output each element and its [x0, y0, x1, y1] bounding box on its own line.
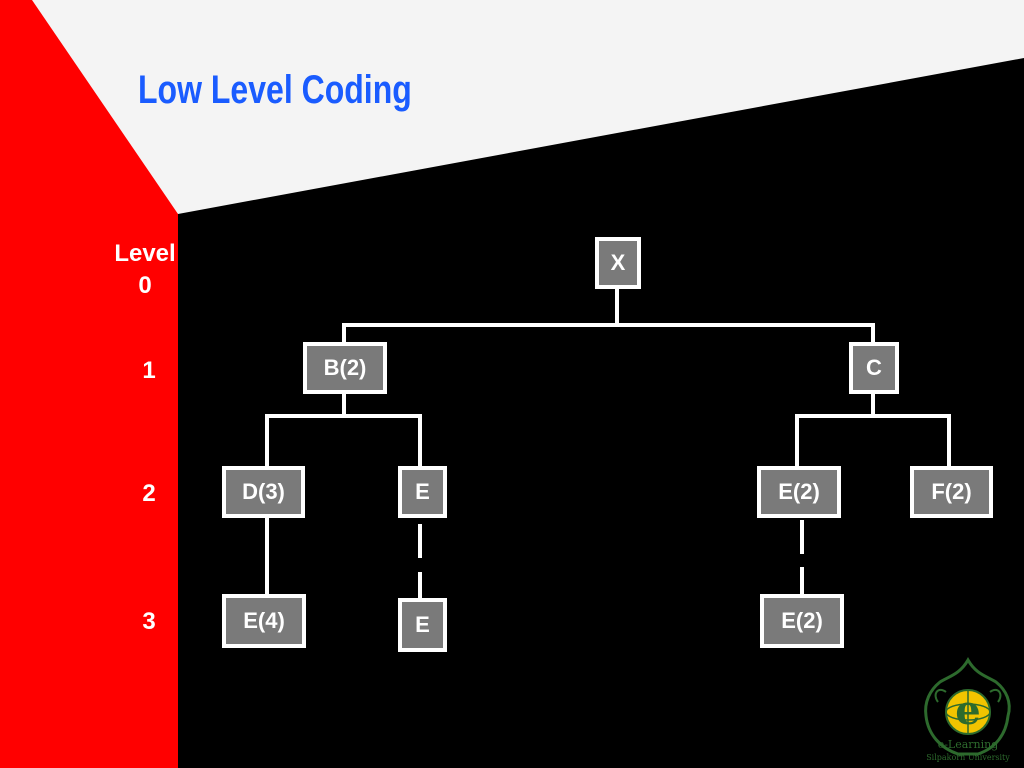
level-1-label: 1 — [142, 357, 156, 384]
tree-node-e2-lower: E(2) — [760, 594, 844, 648]
logo-text-top: e-Learning — [938, 738, 999, 751]
tree-node-e2-upper: E(2) — [757, 466, 841, 518]
tree-node-e-lower: E — [398, 598, 447, 652]
level-header: Level 0 — [105, 238, 185, 302]
level-0-label: 0 — [138, 272, 152, 299]
tree-node-f: F(2) — [910, 466, 993, 518]
tree-node-e: E — [398, 466, 447, 518]
level-header-word: Level — [114, 240, 176, 267]
tree-node-b: B(2) — [303, 342, 387, 394]
top-white-band — [0, 0, 1024, 214]
e-learning-seal-icon: e e-Learning Silpakorn University — [924, 656, 1011, 762]
tree-node-x: X — [595, 237, 641, 289]
level-2-label: 2 — [142, 480, 156, 507]
level-3-label: 3 — [142, 608, 156, 635]
tree-connectors — [265, 289, 951, 600]
left-red-band — [0, 0, 178, 768]
logo-text-bottom: Silpakorn University — [926, 753, 1010, 762]
slide-title: Low Level Coding — [138, 68, 412, 112]
tree-node-e4: E(4) — [222, 594, 306, 648]
tree-node-c: C — [849, 342, 899, 394]
svg-text:e: e — [955, 687, 980, 734]
tree-node-d: D(3) — [222, 466, 305, 518]
